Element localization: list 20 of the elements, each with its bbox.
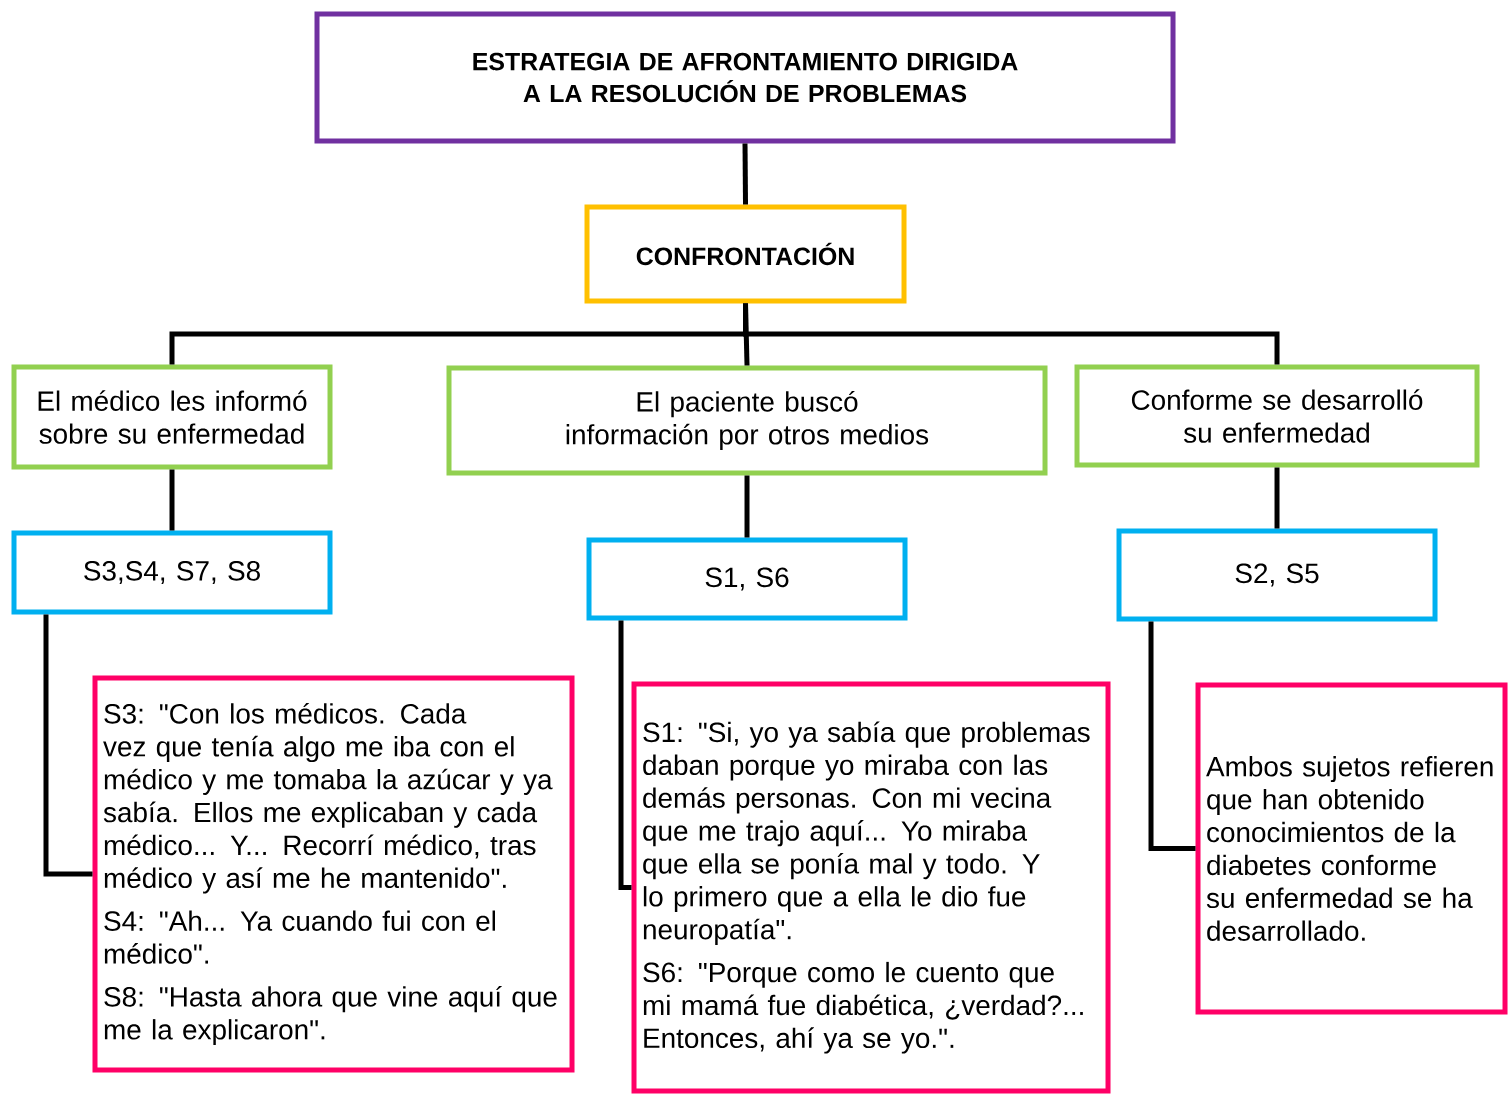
connector-line <box>744 475 750 538</box>
quote-box: Ambos sujetos refieren que han obtenido conocimientos de la diabetes conforme su enfermedad se ha desarrollado. <box>1195 682 1508 1015</box>
connector-line <box>1148 621 1196 851</box>
title-box: ESTRATEGIA DE AFRONTAMIENTO DIRIGIDA A LA RESOLUCIÓN DE PROBLEMAS <box>314 11 1176 144</box>
connector-line <box>1274 467 1280 529</box>
quote-box: S3: "Con los médicos. Cada vez que tenía algo me iba con el médico y me tomaba la azúcar y ya sabía. Ellos me explicaban y cada médico... Y... Recorrí médico, tras médico y así me he mantenido". S4: "Ah... Ya cuando fui con el médico". S8: "Hasta ahora que vine aquí que me la explicaron". <box>92 675 575 1073</box>
subject-box: S2, S5 <box>1116 528 1438 622</box>
subcategory-box: El paciente buscó información por otros medios <box>446 365 1048 476</box>
connector-line <box>43 614 93 877</box>
connector-line <box>742 143 748 205</box>
quote-box: S1: "Si, yo ya sabía que problemas daban porque yo miraba con las demás personas. Con mi vecina que me trajo aquí... Yo miraba que ella se ponía mal y todo. Y lo primero que a ella le dio fue neuropatía". S6: "Porque como le cuento que mi mamá fue diabética, ¿verdad?... Entonces, ahí ya se yo.". <box>631 681 1111 1094</box>
connector-line <box>169 469 175 531</box>
connector-line <box>743 303 750 366</box>
category-box: CONFRONTACIÓN <box>584 204 907 304</box>
connector-line <box>743 303 1280 365</box>
subcategory-box: Conforme se desarrolló su enfermedad <box>1074 364 1480 468</box>
subject-box: S3,S4, S7, S8 <box>11 530 333 615</box>
subcategory-box: El médico les informó sobre su enfermedad <box>11 364 333 470</box>
connector-line <box>618 620 632 890</box>
subject-box: S1, S6 <box>586 537 908 621</box>
